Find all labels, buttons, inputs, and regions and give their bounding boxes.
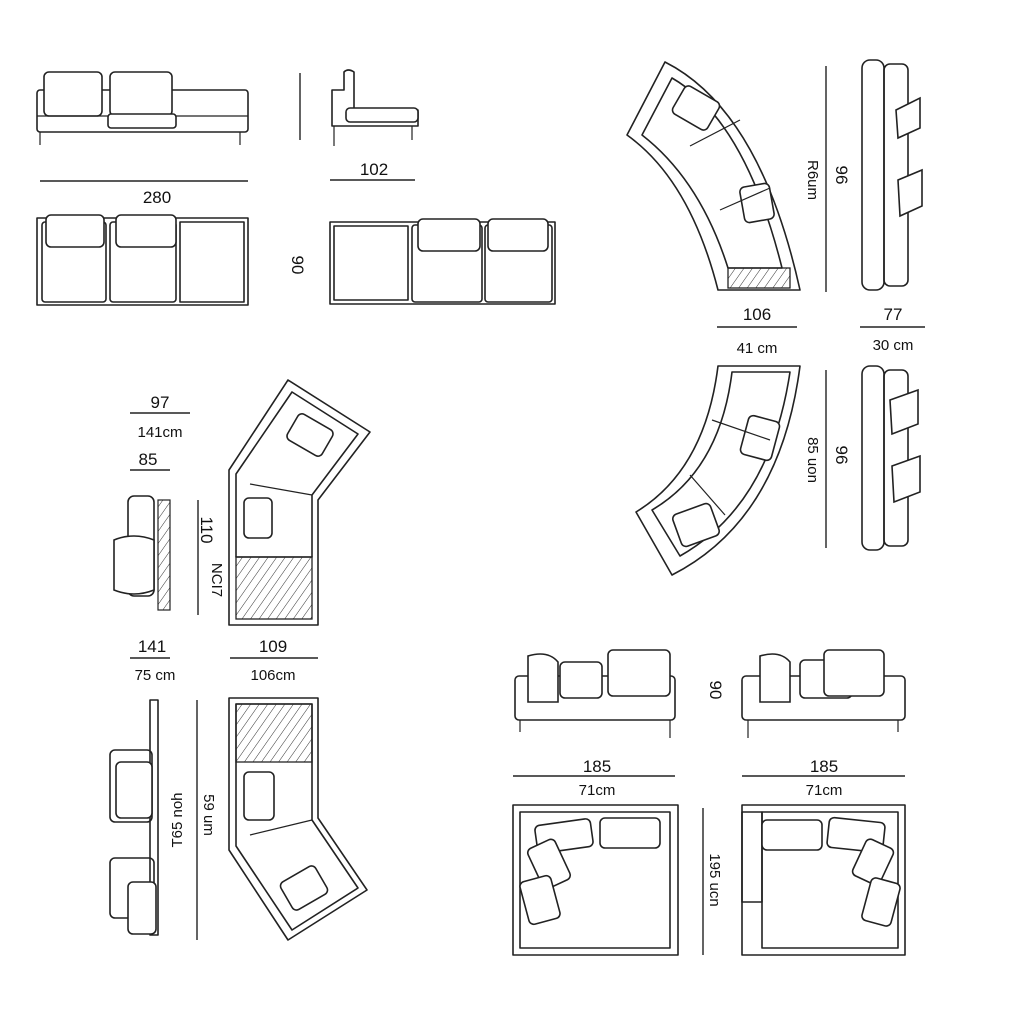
plan-depth-label: 90 [288, 256, 307, 275]
radius-label: R6um [804, 160, 821, 200]
corner-plan-bottom [228, 697, 368, 941]
curved-module-plan-top [626, 61, 801, 291]
bottom-right-cm-label: 106cm [250, 667, 295, 684]
chaise-depth-label: 195 ucn [706, 853, 723, 906]
curved-module-plan-bottom [635, 365, 801, 576]
height-b-label: 59 um [200, 794, 217, 836]
chaise-front-left [514, 649, 676, 738]
height-label: 96 [832, 446, 851, 465]
sofa-plan-left [36, 214, 249, 306]
bottom-right-label: 109 [259, 637, 287, 656]
sofa-plan-right [329, 218, 556, 305]
bottom-left-label: 141 [138, 637, 166, 656]
bottom-left-cm-label: 75 cm [135, 667, 176, 684]
depth-label: 102 [360, 160, 388, 179]
sofa-front-view [36, 71, 249, 145]
left-width-cm-label: 71cm [579, 782, 616, 799]
chaise-plan-right [741, 804, 906, 956]
height-a-label: T65 noh [169, 792, 186, 847]
curved-module-side-top [861, 59, 923, 291]
radius-label: 85 uon [804, 437, 821, 483]
corner-side-view-bottom [109, 699, 159, 936]
right-width-label: 185 [810, 757, 838, 776]
height-label: 96 [832, 166, 851, 185]
corner-plan-middle [228, 379, 371, 626]
right-width-cm-label: 71cm [806, 782, 843, 799]
corner-side-view [113, 495, 171, 611]
top-dim-label: 97 [151, 393, 170, 412]
left-width-label: 185 [583, 757, 611, 776]
curved-module-side-bottom [861, 365, 921, 551]
chaise-height-label: 90 [706, 681, 725, 700]
chaise-plan-left [512, 804, 679, 956]
width-cm-label: 41 cm [737, 340, 778, 357]
height-b-label: NCI7 [208, 563, 225, 597]
side-width-label: 77 [884, 305, 903, 324]
width-label: 280 [143, 188, 171, 207]
chaise-front-right [741, 649, 906, 738]
height-a-label: 110 [197, 516, 216, 543]
side-width-cm-label: 30 cm [873, 337, 914, 354]
width-label: 106 [743, 305, 771, 324]
top-dim-cm-label: 141cm [137, 424, 182, 441]
side-dim-label: 85 [139, 450, 158, 469]
sofa-side-view [331, 69, 419, 146]
